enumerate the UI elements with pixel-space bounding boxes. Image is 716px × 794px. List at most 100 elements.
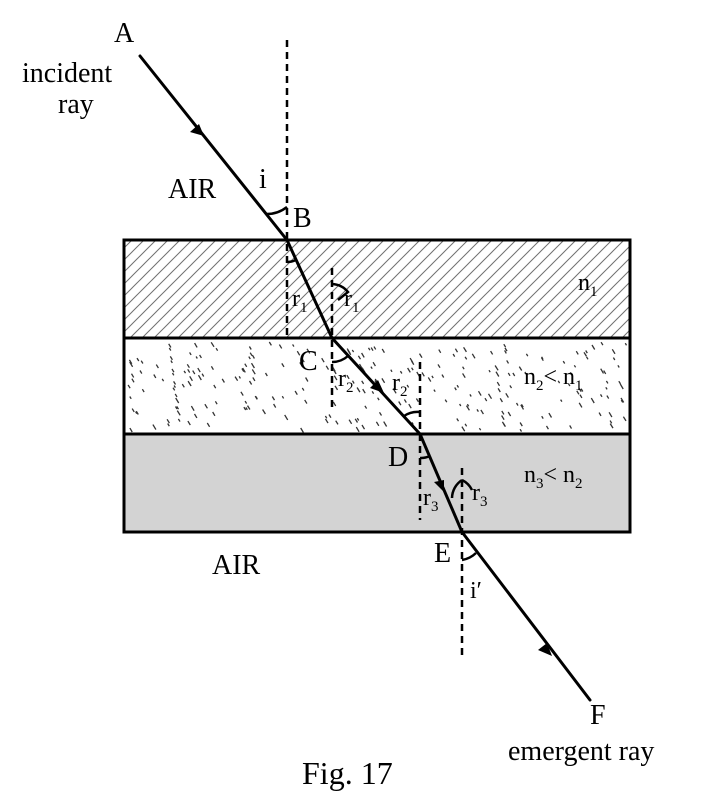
speckle-mark [346, 374, 350, 380]
arc-r3-right [450, 478, 463, 499]
label-angle-i-prime: i′ [470, 578, 482, 604]
speckle-mark [409, 357, 414, 363]
speckle-mark [381, 378, 386, 384]
speckle-mark [130, 373, 135, 378]
speckle-mark [324, 418, 329, 424]
speckle-mark [364, 405, 368, 409]
speckle-mark [560, 399, 563, 402]
speckle-mark [465, 405, 470, 411]
speckle-mark [469, 394, 472, 397]
label-point-c: C [299, 346, 318, 377]
speckle-mark [333, 375, 338, 381]
speckle-mark [478, 427, 482, 431]
speckle-mark [244, 400, 248, 404]
speckle-mark [181, 383, 185, 388]
speckle-mark [169, 356, 173, 361]
arc-angle-i-prime [461, 552, 477, 562]
speckle-mark [462, 373, 466, 379]
speckle-mark [171, 368, 175, 373]
speckle-mark [487, 393, 493, 400]
speckle-mark [335, 420, 339, 425]
speckle-mark [361, 380, 365, 385]
speckle-mark [328, 414, 332, 419]
speckle-mark [246, 405, 251, 410]
label-incident-line1: incident [22, 58, 112, 89]
speckle-mark [194, 342, 198, 348]
arrowhead-emergent [538, 643, 552, 656]
label-air-top: AIR [168, 174, 217, 205]
speckle-mark [332, 369, 337, 375]
speckle-mark [284, 414, 289, 421]
speckle-mark [494, 365, 499, 371]
ray-incident [138, 54, 289, 242]
speckle-mark [415, 398, 419, 403]
speckle-mark [509, 385, 513, 389]
speckle-mark [301, 387, 305, 391]
label-incident-line2: ray [58, 89, 94, 120]
speckle-mark [248, 380, 253, 385]
slab-n3 [122, 432, 632, 534]
speckle-mark [403, 399, 407, 403]
speckle-mark [356, 387, 361, 393]
speckle-mark [129, 427, 133, 433]
speckle-mark [618, 380, 622, 385]
slab-n2 [122, 336, 632, 436]
speckle-mark [520, 404, 525, 410]
arc-r1-right [331, 282, 350, 301]
arc-r3-left [419, 454, 431, 460]
speckle-mark [168, 343, 172, 348]
speckle-mark [249, 352, 253, 357]
speckle-mark [271, 396, 276, 401]
speckle-mark [372, 361, 376, 367]
speckle-mark [244, 363, 248, 368]
speckle-mark [170, 360, 173, 364]
speckle-mark [294, 390, 298, 396]
speckle-mark [477, 390, 482, 396]
speckle-mark [599, 394, 603, 398]
speckle-mark [374, 378, 378, 382]
speckle-mark [174, 393, 178, 398]
label-point-e: E [434, 538, 451, 569]
arrowhead-cd [370, 380, 384, 393]
speckle-mark [598, 412, 602, 417]
speckle-mark [585, 356, 589, 360]
speckle-mark [161, 378, 165, 382]
speckle-mark [488, 369, 491, 373]
speckle-mark [600, 341, 604, 346]
arc-r1-left [286, 258, 297, 264]
speckle-mark [206, 422, 211, 428]
speckle-mark [304, 399, 308, 404]
label-r3-right: r3 [472, 480, 488, 510]
speckle-mark [454, 348, 459, 353]
speckle-mark [187, 368, 191, 373]
speckle-mark [464, 423, 468, 427]
speckle-mark [507, 411, 512, 417]
speckle-mark [624, 342, 628, 346]
speckle-mark [585, 350, 588, 354]
speckle-mark [355, 426, 360, 433]
speckle-mark [152, 424, 157, 430]
speckle-mark [437, 364, 441, 369]
ray-segment-bc [285, 238, 334, 340]
speckle-mark [576, 390, 580, 395]
speckle-mark [406, 384, 410, 388]
speckle-mark [281, 395, 285, 399]
speckle-mark [173, 385, 176, 388]
label-emergent-ray: emergent ray [508, 736, 654, 767]
speckle-mark [135, 410, 139, 415]
label-air-bottom: AIR [212, 550, 261, 581]
speckle-mark [580, 388, 584, 392]
speckle-mark [296, 350, 301, 356]
speckle-mark [433, 389, 436, 393]
speckle-mark [578, 388, 582, 393]
speckle-mark [305, 377, 309, 382]
speckle-mark [578, 402, 583, 408]
speckle-mark [201, 373, 205, 377]
speckle-mark [609, 420, 613, 424]
arc-r3-right-2 [461, 478, 474, 491]
speckle-mark [167, 423, 170, 427]
label-angle-i: i [259, 164, 267, 195]
speckle-mark [524, 371, 528, 376]
speckle-mark [212, 411, 216, 417]
speckle-mark [381, 348, 385, 354]
